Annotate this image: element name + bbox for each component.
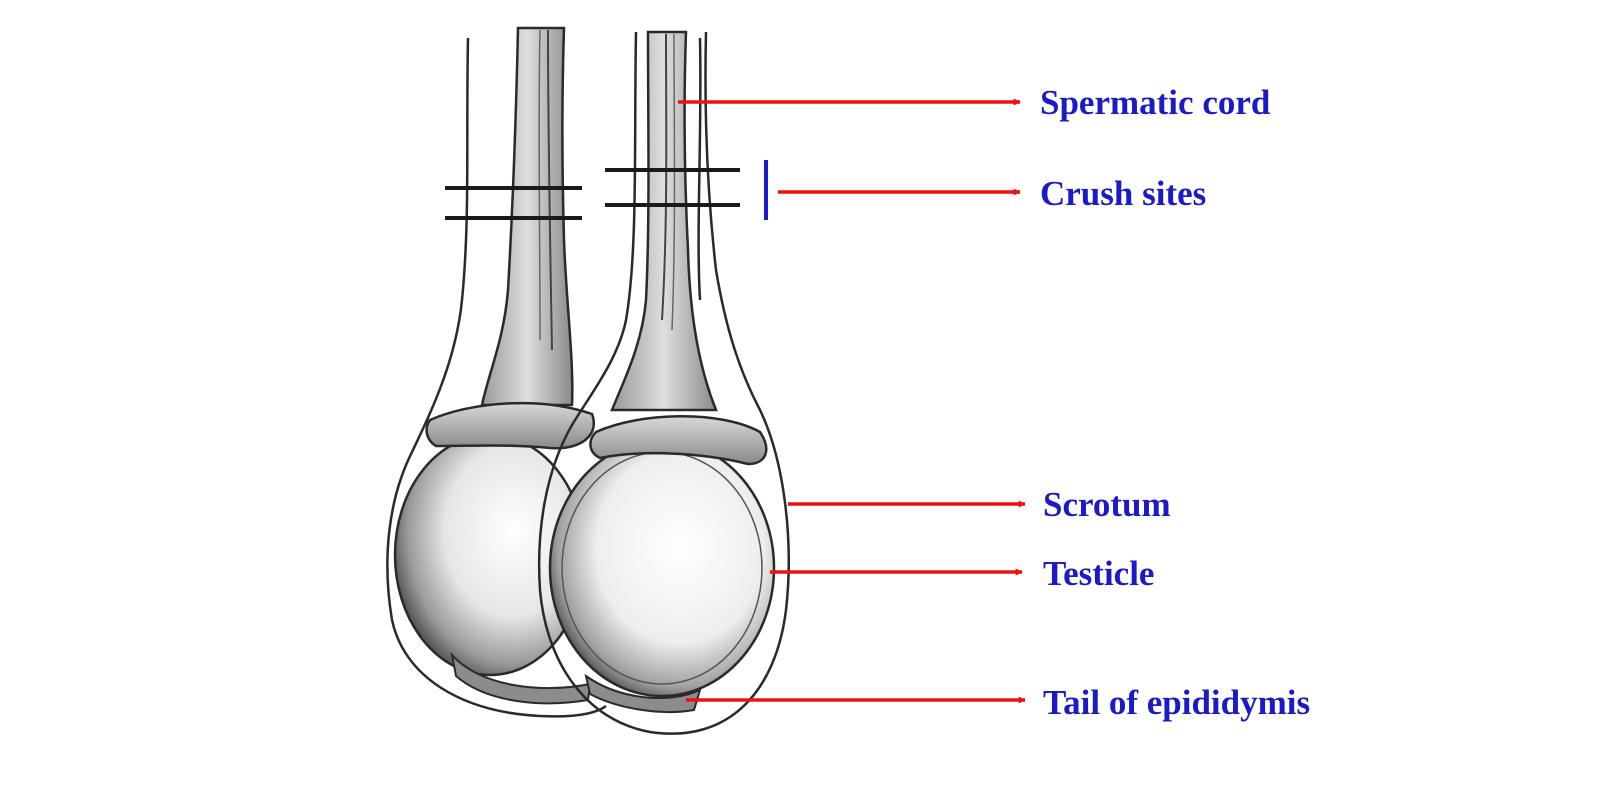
crush-site-left: [445, 186, 582, 220]
right-testicle: [548, 415, 776, 713]
right-scrotal-sac: [537, 31, 790, 735]
label-testicle: Testicle: [1043, 554, 1155, 593]
label-crush-sites: Crush sites: [1040, 174, 1207, 213]
label-spermatic-cord: Spermatic cord: [1040, 83, 1271, 122]
label-scrotum: Scrotum: [1043, 485, 1171, 524]
leader-arrows: [678, 98, 1026, 704]
label-tail-of-epididymis: Tail of epididymis: [1043, 683, 1311, 722]
crush-site-right: [605, 168, 740, 207]
left-scrotal-sac: [386, 37, 702, 718]
